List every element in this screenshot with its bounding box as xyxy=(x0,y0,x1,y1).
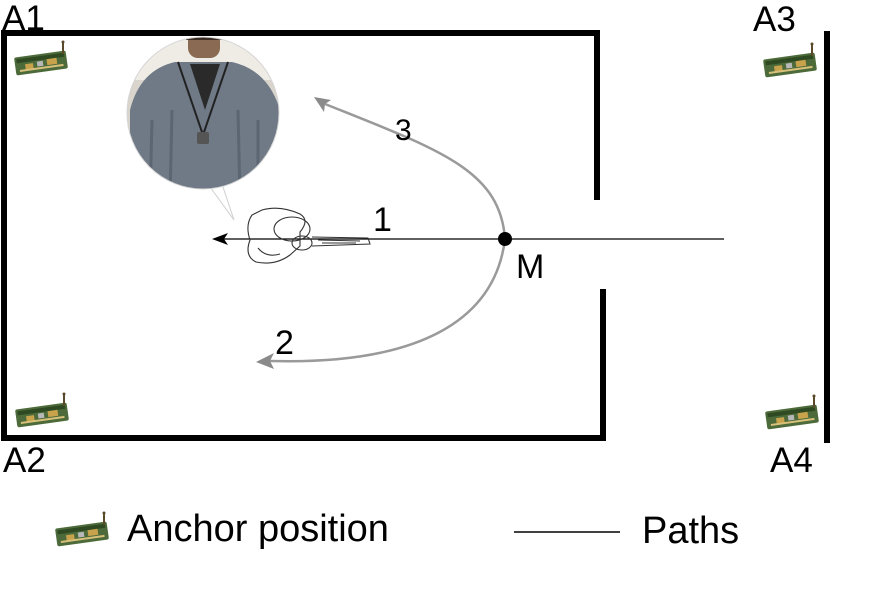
top-view-person-icon xyxy=(247,207,371,264)
path-2-label: 2 xyxy=(275,324,294,362)
room-walls xyxy=(1,30,830,443)
legend-anchor-label: Anchor position xyxy=(127,508,389,550)
anchor-a3-icon xyxy=(762,42,818,78)
path-1-label: 1 xyxy=(373,201,392,239)
anchor-a2-icon xyxy=(14,392,70,428)
anchor-a1-icon xyxy=(13,40,69,76)
legend-paths-label: Paths xyxy=(642,510,740,552)
room-wall-upper xyxy=(1,30,606,441)
anchor-a3-label: A3 xyxy=(753,0,796,39)
anchor-a4-label: A4 xyxy=(770,441,813,480)
path-1-arrowhead xyxy=(212,233,228,245)
anchor-a2-label: A2 xyxy=(3,441,46,480)
path-3-arrowhead xyxy=(314,97,331,112)
person-avatar-icon xyxy=(126,36,280,221)
path-2-arrowhead xyxy=(256,353,274,369)
meeting-point-dot xyxy=(498,232,512,246)
anchor-a1-label: A1 xyxy=(2,0,45,38)
legend-anchor-icon xyxy=(53,510,111,548)
meeting-point-label: M xyxy=(516,248,544,286)
path-3-curve xyxy=(324,102,507,240)
anchor-a4-icon xyxy=(764,394,820,430)
path-2-curve xyxy=(269,238,507,363)
path-3-label: 3 xyxy=(395,114,412,147)
